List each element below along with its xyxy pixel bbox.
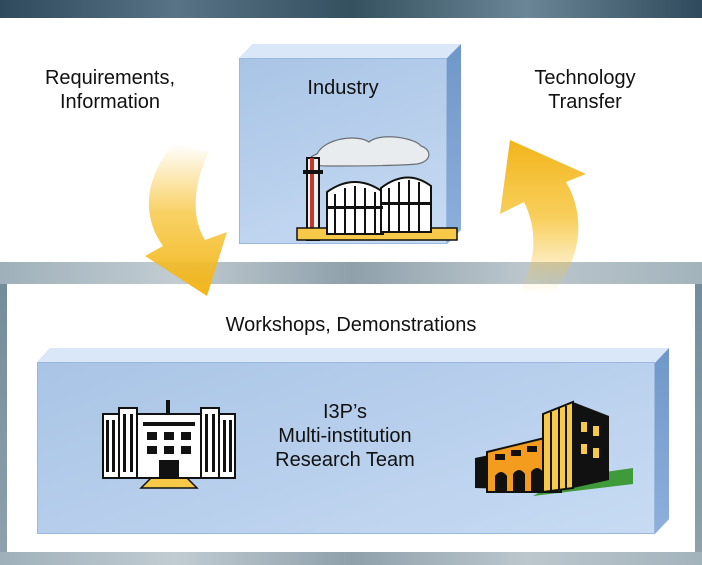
research-box-top	[37, 348, 669, 362]
requirements-line-2: Information	[59, 91, 161, 113]
research-line-3: Research Team	[275, 449, 415, 471]
requirements-line-1: Requirements,	[44, 67, 176, 89]
research-line-1: I3P’s	[322, 401, 368, 423]
down-arrow	[145, 144, 227, 296]
up-arrow	[500, 140, 586, 294]
industry-box-side	[447, 44, 461, 244]
background-top-strip	[0, 0, 702, 18]
research-line-2: Multi-institution	[278, 425, 412, 447]
factory-icon	[296, 136, 458, 241]
industry-title: Industry	[307, 77, 379, 99]
research-team-text: I3P’s Multi-institution Research Team	[245, 400, 445, 472]
background-bottom-strip	[0, 552, 702, 565]
modern-building-icon	[475, 400, 633, 496]
requirements-label: Requirements, Information	[15, 66, 205, 114]
university-building-icon	[102, 400, 236, 489]
technology-line-1: Technology	[534, 67, 636, 89]
industry-box: Industry	[239, 44, 461, 244]
workshops-label: Workshops, Demonstrations	[225, 314, 477, 336]
technology-transfer-label: Technology Transfer	[505, 66, 665, 114]
technology-line-2: Transfer	[548, 91, 622, 113]
industry-box-top	[239, 44, 461, 58]
research-team-box: I3P’s Multi-institution Research Team	[37, 348, 669, 534]
research-box-side	[655, 348, 669, 534]
